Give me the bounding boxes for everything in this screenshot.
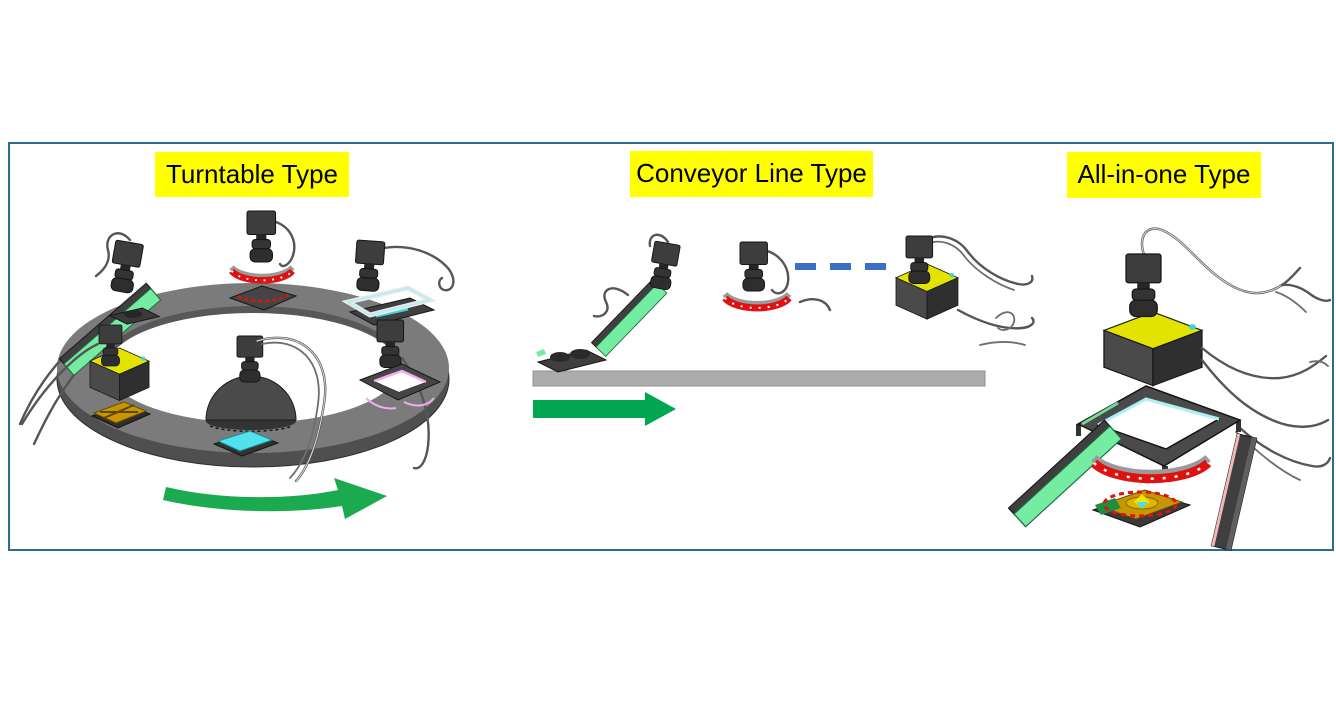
conveyor-line-type-label: Conveyor Line Type (630, 151, 873, 197)
ring-light-icon (1090, 455, 1212, 484)
turntable-dome-light (205, 335, 327, 483)
continuation-dashes-icon (795, 263, 886, 270)
turntable-station-frame-light (341, 239, 455, 326)
conveyor-station-bar-light (591, 233, 681, 357)
camera-icon (646, 240, 681, 292)
flat-frame-light (1076, 385, 1242, 480)
turntable-station-ring-light (228, 210, 298, 311)
camera-icon (1125, 253, 1162, 318)
camera-icon (739, 241, 768, 292)
conveyor-belt (532, 370, 986, 387)
bar-light-icon (1210, 433, 1258, 551)
camera-icon (246, 210, 277, 263)
conveyor-station-ring-light (725, 241, 832, 310)
conveyor-station-coaxial-light (895, 235, 1035, 330)
camera-icon (353, 239, 386, 293)
rotation-arrow-icon (163, 478, 387, 519)
turntable-panel-illustration (18, 210, 455, 519)
turntable-target-cyan (212, 430, 280, 457)
camera-icon (905, 235, 934, 284)
turntable-station-side-frame-light (358, 319, 442, 470)
turntable-station-bar-light (18, 232, 162, 446)
conveyor-target (536, 349, 608, 373)
all-in-one-panel-illustration (979, 227, 1332, 551)
direction-arrow-icon (533, 392, 676, 426)
coaxial-light-icon (1103, 311, 1203, 387)
inspection-target (228, 285, 298, 311)
turntable-target-gold (90, 401, 152, 429)
conveyor-panel-illustration (532, 233, 1035, 426)
turntable-type-label: Turntable Type (155, 152, 349, 197)
bar-light-icon (591, 278, 668, 357)
all-in-one-type-label: All-in-one Type (1067, 152, 1261, 198)
ring-light-icon (232, 267, 293, 280)
camera-icon (106, 239, 145, 295)
ring-light-icon (725, 294, 789, 308)
turntable-station-coaxial-light (20, 324, 150, 426)
inspection-target (1091, 489, 1192, 528)
